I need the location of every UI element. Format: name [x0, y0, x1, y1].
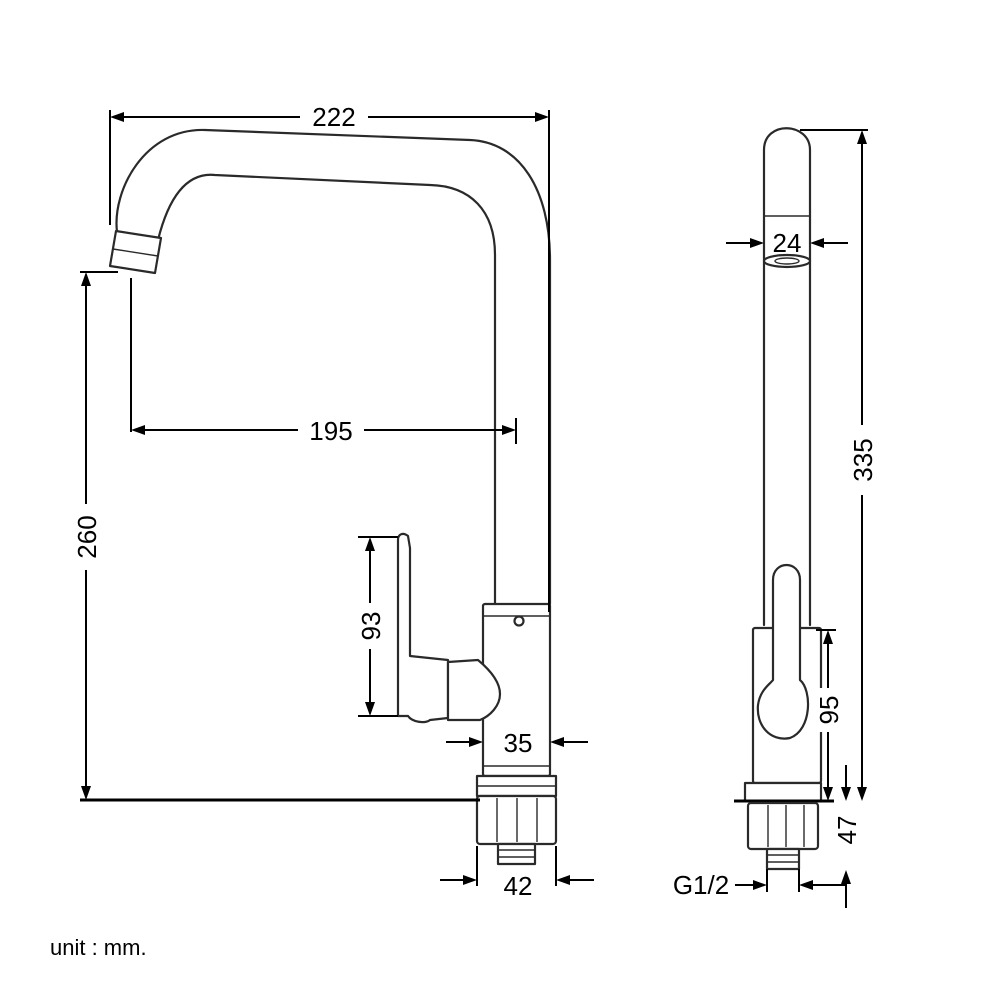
dim-95-label: 95 [814, 696, 844, 725]
dim-35-label: 35 [504, 728, 533, 758]
dim-222-label: 222 [312, 102, 355, 132]
side-spout-tube [762, 127, 812, 627]
front-view [108, 128, 558, 866]
handle-lever [396, 532, 450, 724]
side-dimensions: 24 335 95 47 G1/2 [673, 129, 878, 908]
dim-42-label: 42 [504, 871, 533, 901]
thread-stub [496, 842, 537, 866]
side-aerator [762, 253, 812, 269]
dim-47-label: 47 [832, 816, 862, 845]
set-screw [513, 615, 525, 627]
side-view [734, 127, 834, 871]
dim-335-label: 335 [848, 438, 878, 481]
thread-size-label: G1/2 [673, 870, 729, 900]
spout-inner-outline [156, 173, 497, 606]
dim-195-label: 195 [309, 416, 352, 446]
side-mounting-nut [746, 801, 820, 851]
dim-93-label: 93 [356, 612, 386, 641]
side-base-ring [743, 781, 823, 803]
side-thread-stub [765, 847, 801, 871]
handle-knob [446, 658, 502, 722]
spout-outer-outline [115, 128, 552, 606]
dim-24-label: 24 [773, 228, 802, 258]
dim-260-label: 260 [72, 515, 102, 558]
front-dimensions: 222 195 260 93 35 [70, 100, 594, 901]
unit-label: unit : mm. [50, 935, 147, 960]
side-handle [756, 564, 810, 740]
